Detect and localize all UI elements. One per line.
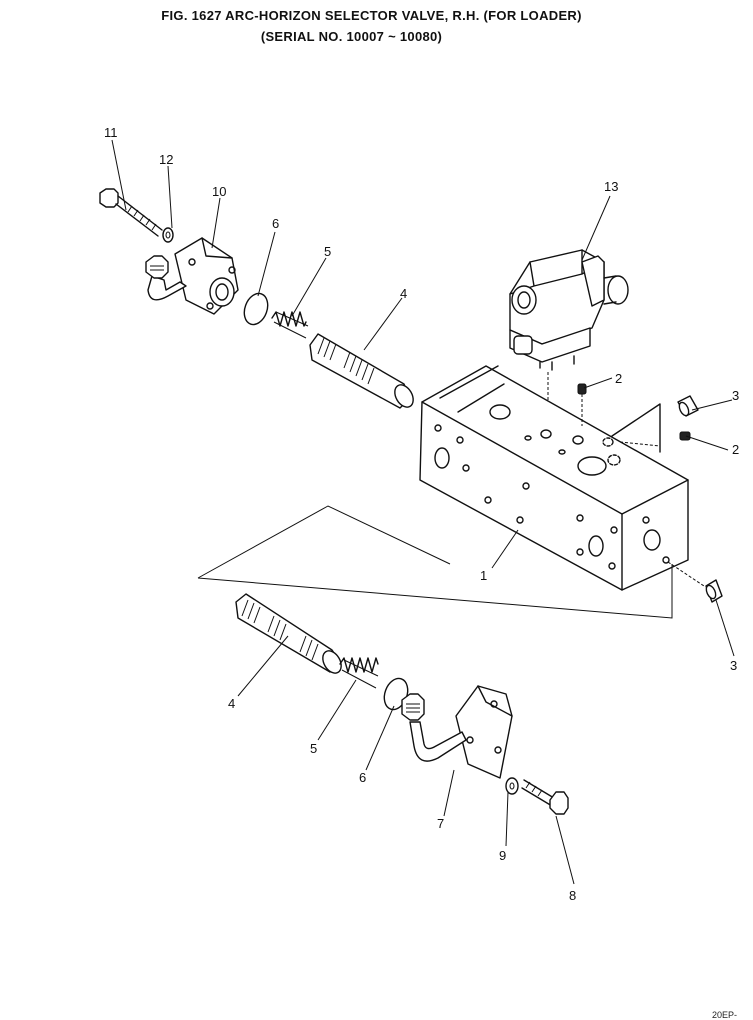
figure-title: FIG. 1627 ARC-HORIZON SELECTOR VALVE, R.… — [161, 8, 582, 23]
spring-lower — [339, 657, 379, 689]
plug-2-top — [577, 383, 587, 426]
plug-3-lower — [667, 561, 723, 603]
assembly-bracket — [197, 505, 673, 619]
callout-3-lower: 3 — [730, 658, 737, 673]
callout-6-upper: 6 — [272, 216, 279, 231]
washer-lower — [505, 777, 519, 795]
callout-5-lower: 5 — [310, 741, 317, 756]
callout-3-upper: 3 — [732, 388, 739, 403]
spool-upper — [309, 333, 414, 409]
figure-subtitle: (SERIAL NO. 10007 ~ 10080) — [260, 29, 443, 44]
o-ring-upper — [243, 292, 269, 326]
callout-12: 12 — [159, 152, 173, 167]
callout-5-upper: 5 — [324, 244, 331, 259]
flange-tube-lower — [401, 685, 513, 779]
callout-13: 13 — [604, 179, 618, 194]
spool-lower — [235, 593, 342, 674]
callout-6-lower: 6 — [359, 770, 366, 785]
callout-1: 1 — [480, 568, 487, 583]
bolt-lower — [521, 779, 569, 815]
callout-10: 10 — [212, 184, 226, 199]
callout-11: 11 — [104, 125, 118, 140]
leader-lines — [111, 139, 735, 885]
flange-elbow-upper — [145, 237, 239, 315]
valve-body — [419, 365, 689, 591]
callout-7: 7 — [437, 816, 444, 831]
plug-3-upper — [677, 395, 699, 417]
callout-2-upper: 2 — [615, 371, 622, 386]
callout-2-side: 2 — [732, 442, 739, 457]
callout-4-lower: 4 — [228, 696, 235, 711]
drawing-code: 20EP- — [712, 1010, 737, 1020]
callout-4-upper: 4 — [400, 286, 407, 301]
washer-upper — [162, 227, 174, 243]
callout-8: 8 — [569, 888, 576, 903]
solenoid-valve — [509, 249, 629, 371]
spring-upper — [271, 311, 309, 339]
callout-9: 9 — [499, 848, 506, 863]
plug-2-side — [679, 431, 691, 441]
bolt-upper — [99, 188, 163, 237]
